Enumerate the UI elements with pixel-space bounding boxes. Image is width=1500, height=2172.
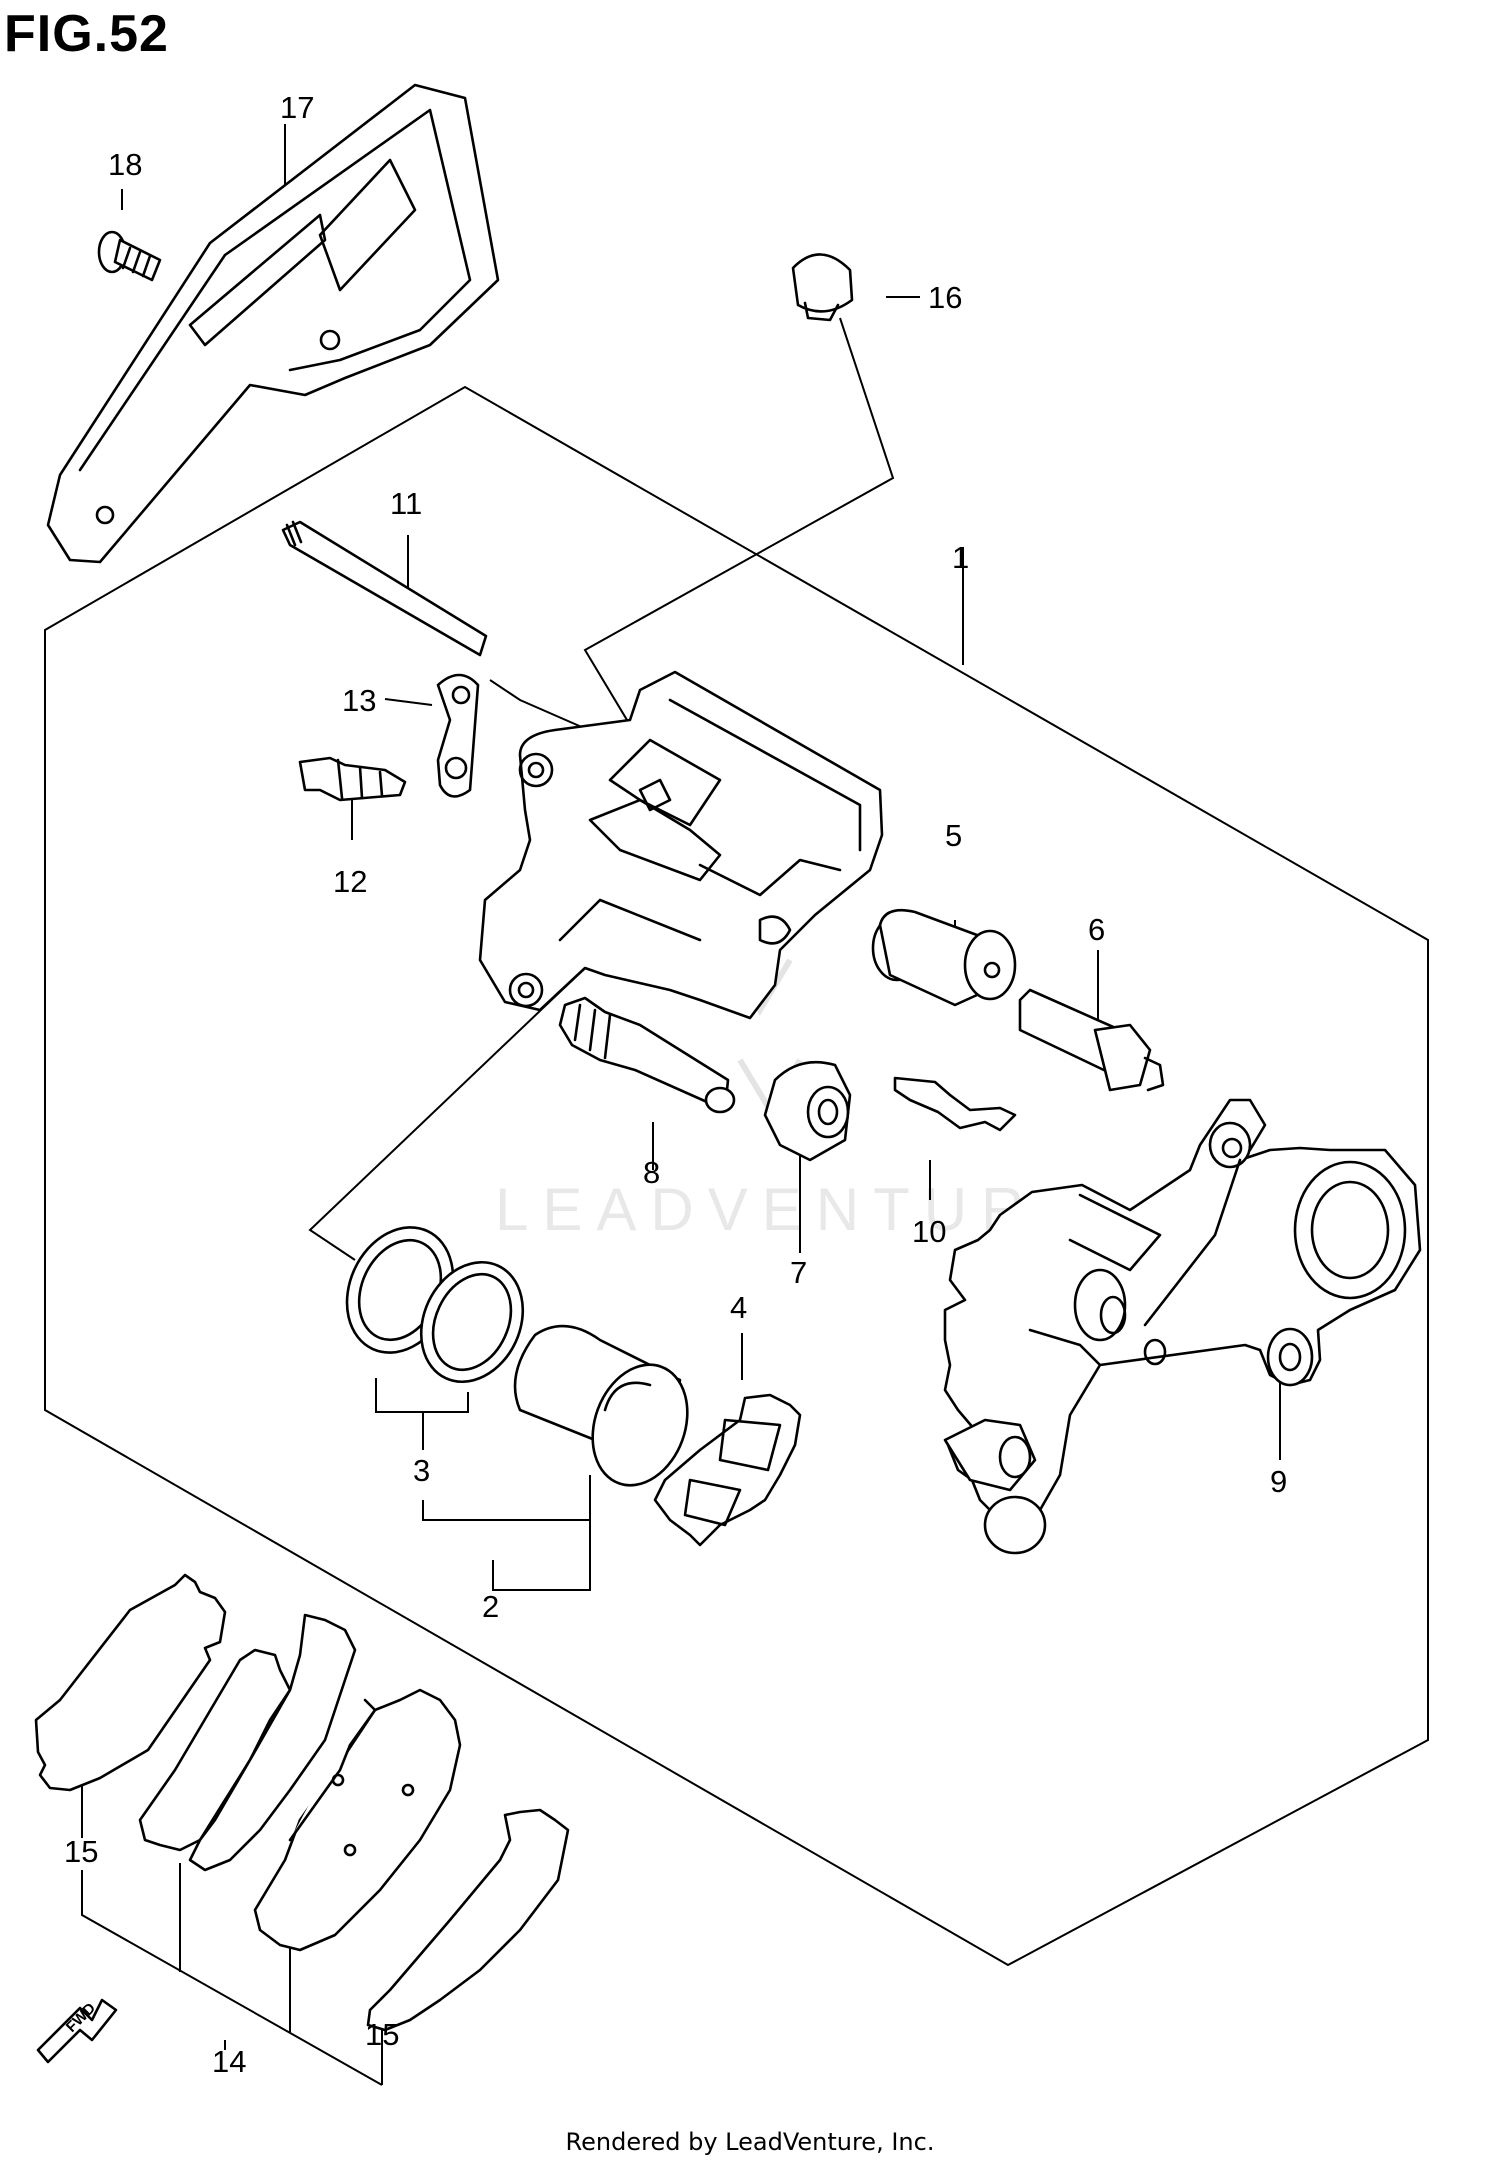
watermark-text: LEADVENTURE [495,1176,1092,1243]
callout-4: 4 [730,1290,747,1325]
footer-credit: Rendered by LeadVenture, Inc. [565,2128,935,2156]
spring-part-10 [893,1076,1017,1132]
callout-3: 3 [413,1453,430,1488]
callout-labels: 1 2 3 4 5 6 7 8 9 10 11 12 13 14 15 15 1… [64,90,1287,2079]
pin-part-11 [281,520,488,657]
callout-12: 12 [333,864,367,899]
callout-15-left: 15 [64,1834,98,1869]
callout-7: 7 [790,1255,807,1290]
boot-part-7 [763,1060,852,1162]
bolt-part-18 [97,230,162,282]
forward-arrow-icon: FWD [36,1998,118,2064]
callout-15-right: 15 [365,2017,399,2052]
callout-16: 16 [928,280,962,315]
callout-6: 6 [1088,912,1105,947]
brake-pad-part-14b [253,1688,462,1952]
callout-11: 11 [390,486,422,521]
shim-part-4 [653,1393,802,1547]
callout-8: 8 [643,1155,660,1190]
figure-title: FIG.52 [4,5,169,63]
caliper-body-part-1 [478,670,884,1020]
bolt-part-6 [1018,988,1165,1092]
callout-9: 9 [1270,1464,1287,1499]
seal-part-3 [345,1226,525,1384]
sleeve-part-5 [871,908,1017,1007]
brake-pad-part-15a [34,1573,227,1792]
callout-17: 17 [280,90,314,125]
callout-10: 10 [912,1214,946,1249]
callout-1: 1 [952,540,969,575]
brake-pad-part-14a [138,1613,357,1872]
leader-lines [81,124,1281,2086]
bleeder-valve-part-12 [298,756,407,802]
cap-part-16 [791,253,854,322]
assembly-outline [44,385,1429,1967]
callout-5: 5 [945,818,962,853]
chain-guard-part-17 [46,83,500,564]
brake-pad-part-15b [366,1808,570,2032]
bracket-part-9 [943,1098,1422,1555]
pin-part-8 [558,996,736,1114]
callout-18: 18 [108,147,142,182]
retainer-part-13 [436,673,480,798]
piston-part-2 [513,1324,689,1487]
callout-14: 14 [212,2044,246,2079]
callout-2: 2 [482,1589,499,1624]
callout-13: 13 [342,683,376,718]
